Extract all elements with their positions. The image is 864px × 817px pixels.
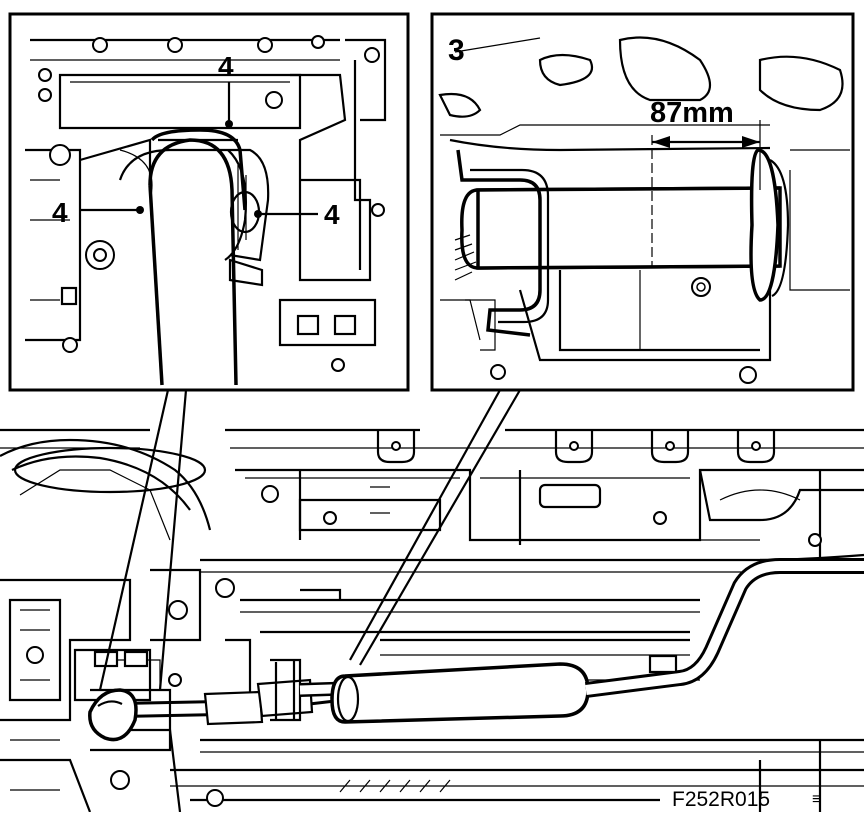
underbody-view	[0, 428, 864, 813]
detail-right: 3 87mm	[430, 12, 855, 392]
callout-4-right: 4	[324, 199, 340, 230]
exhaust-system	[88, 558, 864, 752]
callout-4-left: 4	[52, 197, 68, 228]
detail-left: 4 4 4	[8, 12, 410, 392]
figure-code-mark: ≡	[812, 791, 821, 808]
figure-code: F252R015	[672, 788, 770, 811]
callout-4-top: 4	[218, 51, 234, 82]
detail-leaders	[98, 389, 521, 691]
dimension-label: 87mm	[650, 97, 734, 129]
mounting-tabs	[376, 430, 776, 464]
callout-3: 3	[448, 34, 465, 67]
